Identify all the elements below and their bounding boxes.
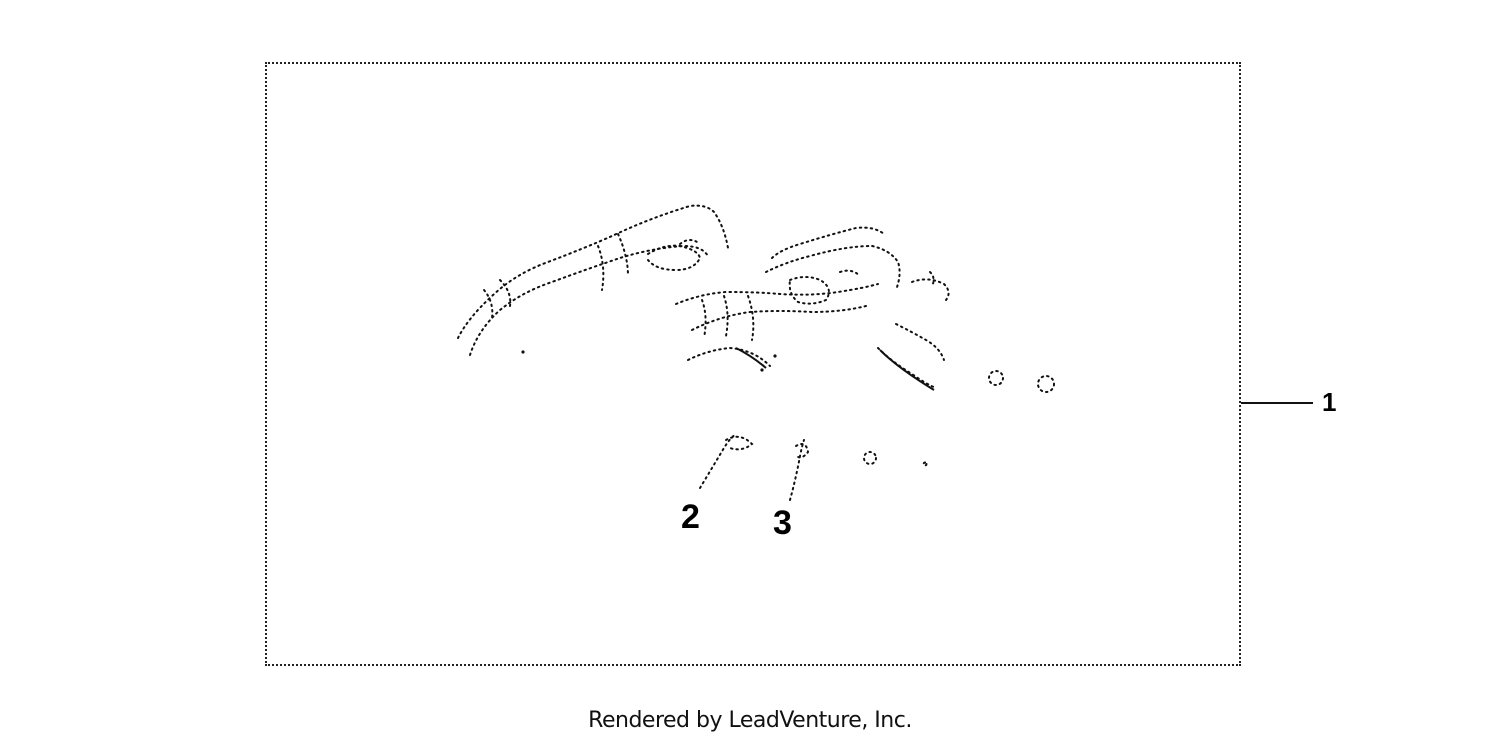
middle-bracket-part: [675, 226, 901, 367]
right-arm-part: [877, 271, 950, 389]
bolt-part-2: [699, 433, 754, 489]
nut-parts: [863, 370, 1055, 467]
callout-1: 1: [1322, 387, 1337, 417]
callout-2: 2: [681, 498, 700, 536]
diagram-frame: [265, 62, 1241, 666]
left-bar-part: [457, 204, 729, 356]
bracket-edge-stroke: [735, 347, 767, 369]
arm-edge-stroke: [879, 349, 935, 391]
bolt-part-3: [789, 439, 810, 501]
render-credit: Rendered by LeadVenture, Inc.: [588, 708, 912, 733]
callout-3: 3: [773, 504, 792, 542]
